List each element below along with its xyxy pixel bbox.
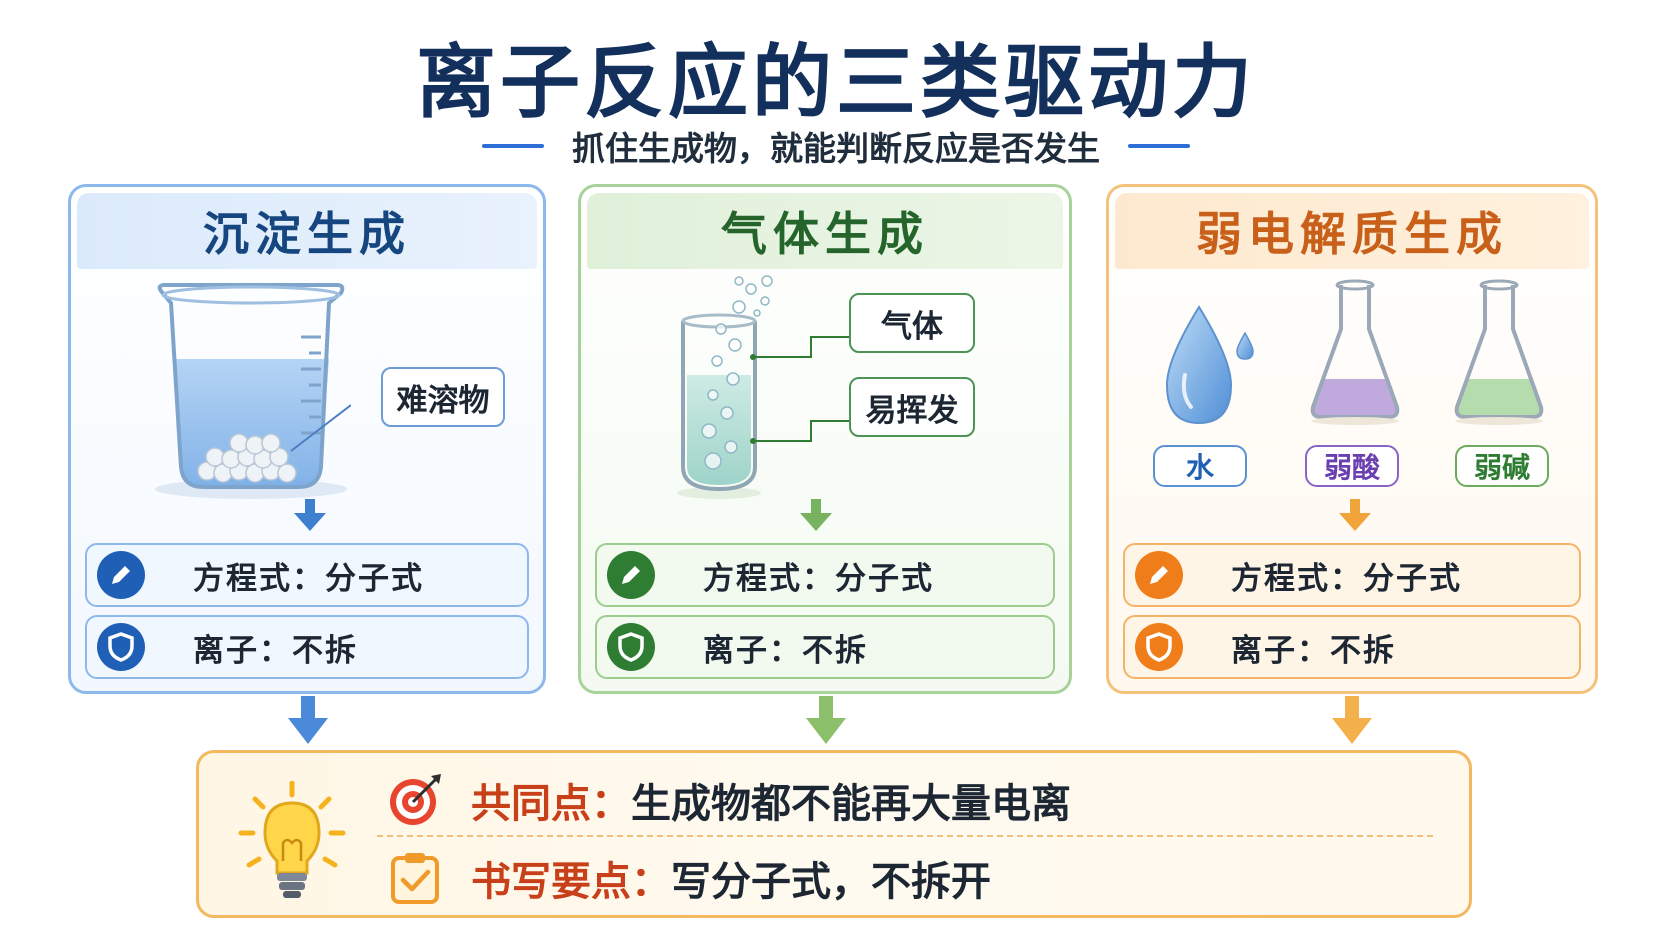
subtitle-row: 抓住生成物，就能判断反应是否发生 xyxy=(0,122,1672,170)
summary-writing-key: 书写要点： xyxy=(471,859,671,905)
shield-icon xyxy=(1135,623,1183,671)
summary-common-value: 生成物都不能再大量电离 xyxy=(631,781,1071,827)
beaker-icon xyxy=(155,283,351,499)
summary-divider xyxy=(377,835,1433,837)
arrow-down-icon xyxy=(800,499,832,531)
row-equation: 方程式：分子式 xyxy=(595,543,1055,607)
row-equation-text: 方程式：分子式 xyxy=(703,560,934,597)
summary-box: 共同点： 生成物都不能再大量电离 书写要点： 写分子式，不拆开 xyxy=(196,750,1472,918)
arrow-down-icon xyxy=(294,499,326,531)
arrow-down-icon xyxy=(806,696,846,744)
row-ion: 离子：不拆 xyxy=(85,615,529,679)
page-title: 离子反应的三类驱动力 xyxy=(416,36,1256,129)
test-tube-icon xyxy=(677,275,793,499)
row-equation: 方程式：分子式 xyxy=(1123,543,1581,607)
row-ion: 离子：不拆 xyxy=(1123,615,1581,679)
row-ion: 离子：不拆 xyxy=(595,615,1055,679)
arrow-down-icon xyxy=(1332,696,1372,744)
panel-precipitate: 沉淀生成 难溶物 方程式： xyxy=(68,184,546,694)
water-drop-icon xyxy=(1165,305,1254,425)
clipboard-check-icon xyxy=(391,853,439,904)
row-ion-text: 离子：不拆 xyxy=(703,632,868,669)
target-icon xyxy=(390,774,441,825)
chip-weak-acid: 弱酸 xyxy=(1305,445,1399,487)
row-ion-text: 离子：不拆 xyxy=(1231,632,1396,669)
pencil-icon xyxy=(97,551,145,599)
callout-volatile: 易挥发 xyxy=(849,377,975,437)
callout-gas: 气体 xyxy=(849,293,975,353)
callout-connectors xyxy=(791,336,851,442)
chip-water: 水 xyxy=(1153,445,1247,487)
row-ion-text: 离子：不拆 xyxy=(193,632,358,669)
panel-gas-title: 气体生成 xyxy=(587,193,1063,269)
lightbulb-icon xyxy=(238,781,346,898)
summary-common: 共同点： 生成物都不能再大量电离 xyxy=(390,771,1071,829)
panel-weak-electrolyte-title: 弱电解质生成 xyxy=(1115,193,1589,269)
subtitle-dash-left xyxy=(482,144,544,148)
chip-weak-base: 弱碱 xyxy=(1455,445,1549,487)
flask-weak-acid-icon xyxy=(1310,279,1400,425)
summary-writing-value: 写分子式，不拆开 xyxy=(671,859,991,905)
panel-weak-electrolyte: 弱电解质生成 水 弱酸 弱碱 方程式：分子式 xyxy=(1106,184,1598,694)
row-equation: 方程式：分子式 xyxy=(85,543,529,607)
subtitle-dash-right xyxy=(1128,144,1190,148)
panel-precipitate-title: 沉淀生成 xyxy=(77,193,537,269)
page-subtitle: 抓住生成物，就能判断反应是否发生 xyxy=(572,129,1100,168)
arrow-down-icon xyxy=(288,696,328,744)
arrow-down-icon xyxy=(1339,499,1371,531)
shield-icon xyxy=(607,623,655,671)
panel-gas: 气体生成 气体 易挥发 方程式：分子式 xyxy=(578,184,1072,694)
row-equation-text: 方程式：分子式 xyxy=(193,560,424,597)
pencil-icon xyxy=(607,551,655,599)
callout-insoluble: 难溶物 xyxy=(381,367,505,427)
shield-icon xyxy=(97,623,145,671)
summary-writing: 书写要点： 写分子式，不拆开 xyxy=(391,849,991,907)
row-equation-text: 方程式：分子式 xyxy=(1231,560,1462,597)
summary-common-key: 共同点： xyxy=(471,781,631,827)
pencil-icon xyxy=(1135,551,1183,599)
flask-weak-base-icon xyxy=(1454,279,1544,425)
